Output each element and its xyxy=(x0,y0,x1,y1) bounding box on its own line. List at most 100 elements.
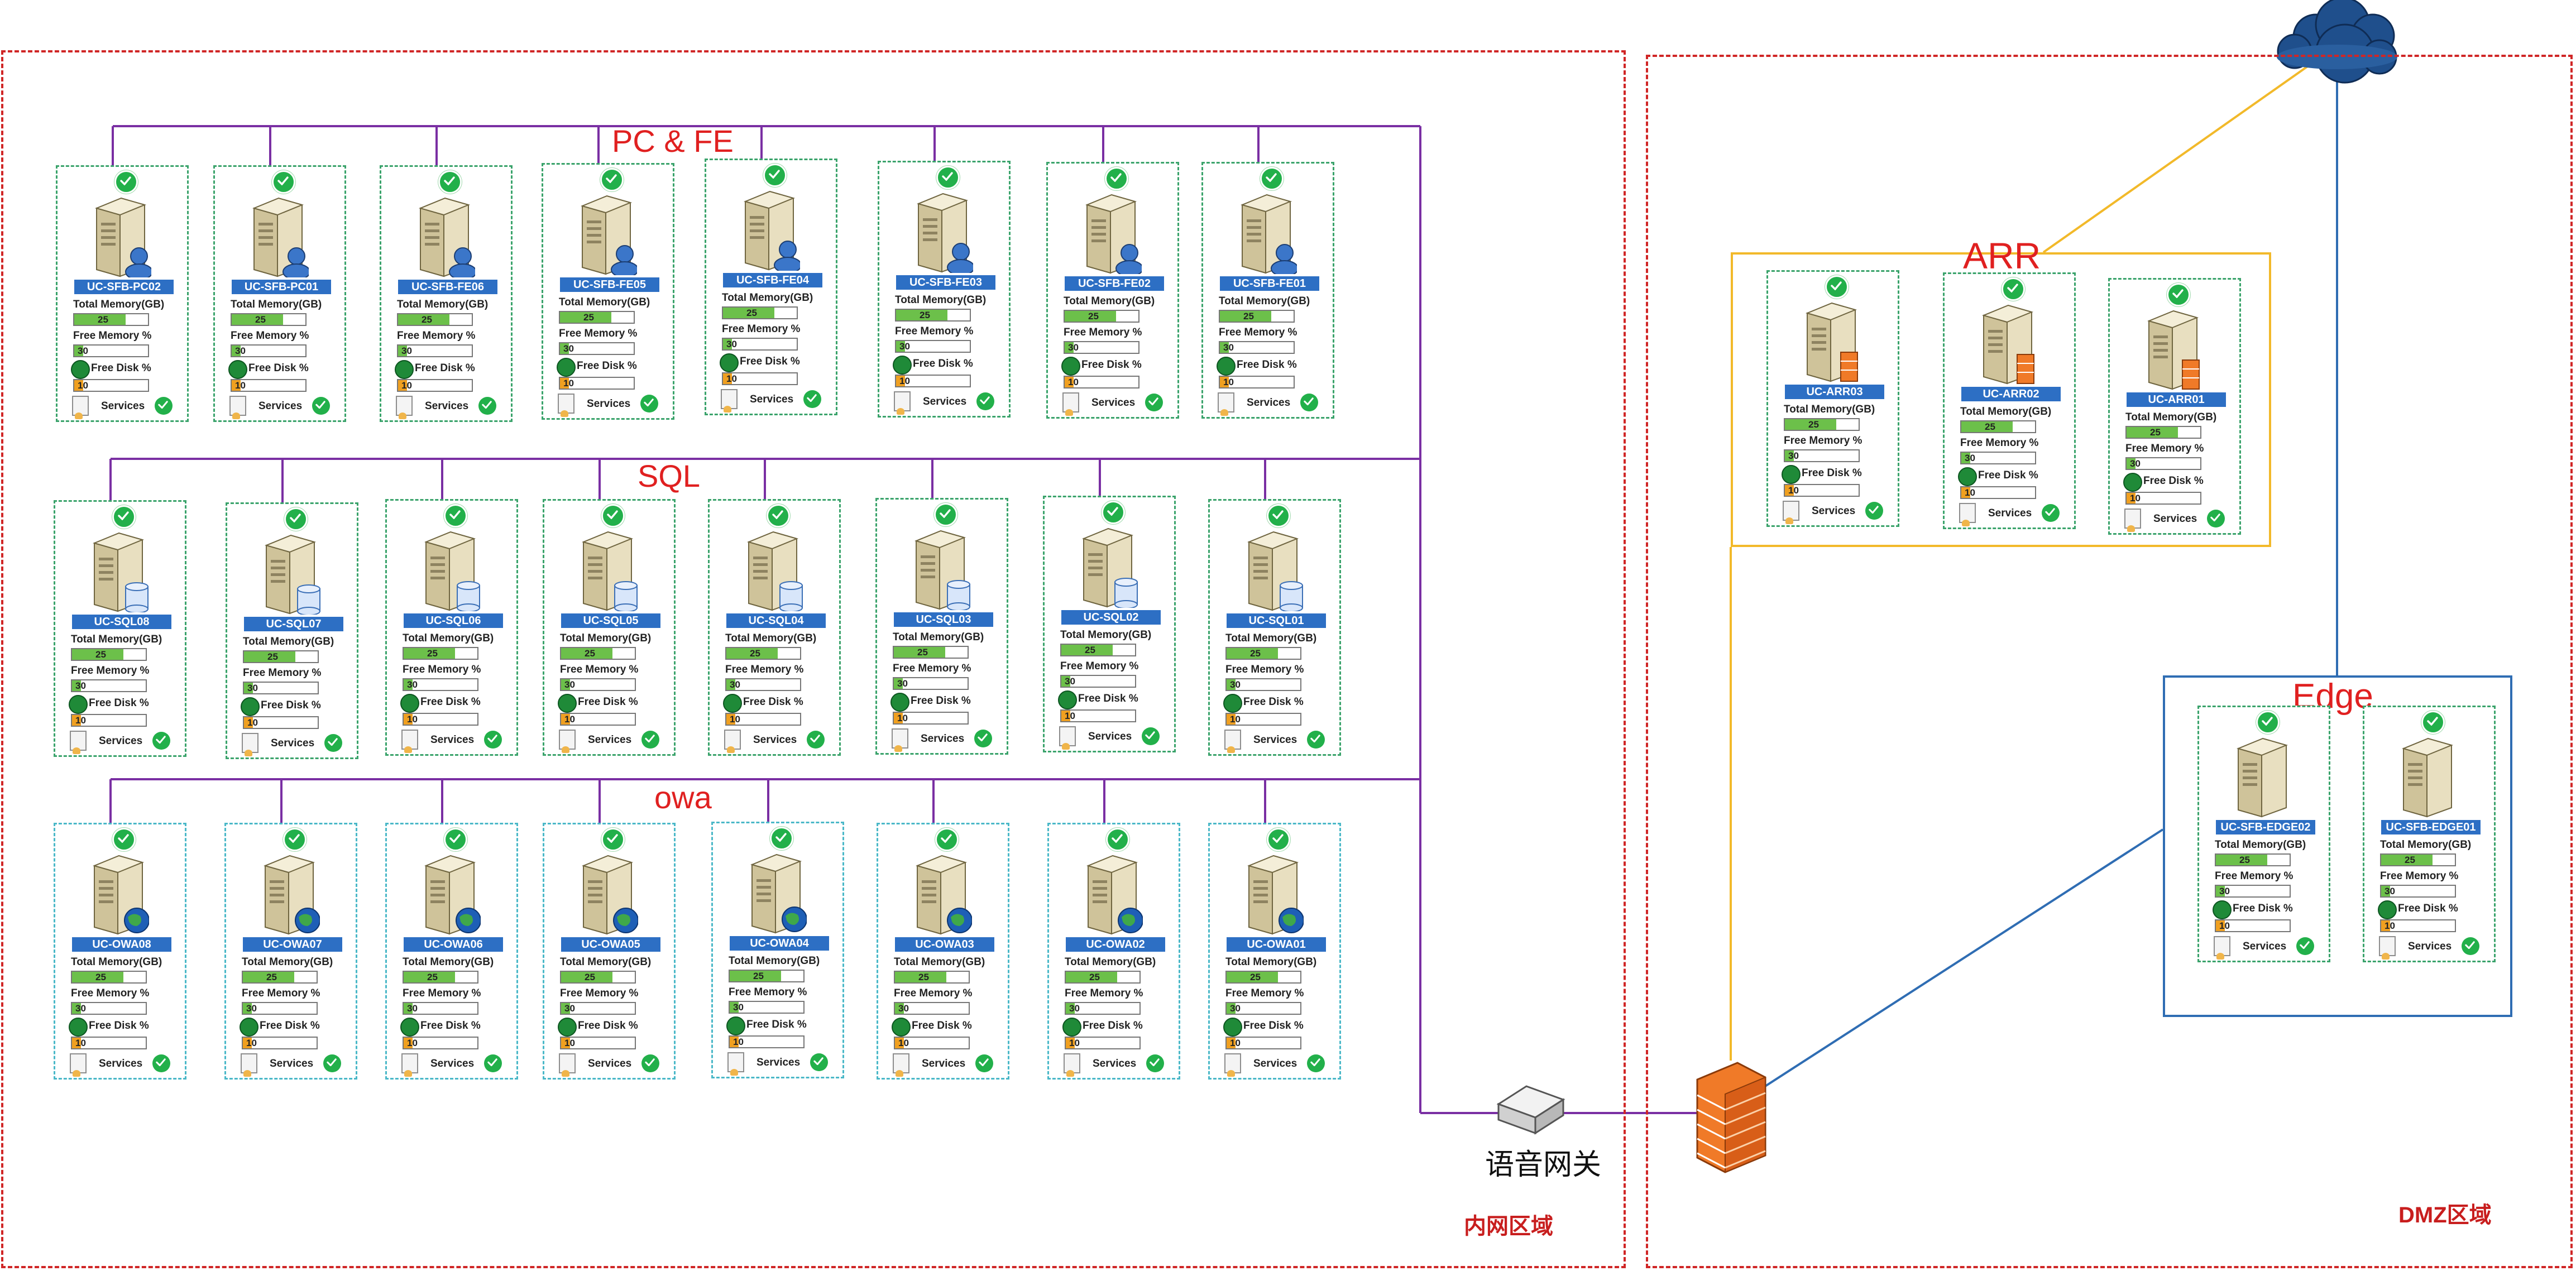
metric-value: 30 xyxy=(2219,886,2230,896)
free-memory-label: Free Memory % xyxy=(397,330,476,342)
disk-icon xyxy=(720,353,739,372)
server-icon xyxy=(912,851,973,935)
free-memory-label: Free Memory % xyxy=(242,987,320,999)
gateway-icon xyxy=(1496,1085,1565,1135)
metric-value: 30 xyxy=(564,1003,575,1014)
free-disk-label: Free Disk % xyxy=(2233,903,2293,914)
total-memory-label: Total Memory(GB) xyxy=(729,955,820,967)
status-ok-icon xyxy=(283,828,307,851)
services-label: Services xyxy=(587,398,631,410)
free-memory-label: Free Memory % xyxy=(231,330,309,342)
services-ok-icon xyxy=(1146,1054,1164,1072)
services-ok-icon xyxy=(810,1053,828,1071)
total-memory-label: Total Memory(GB) xyxy=(1064,295,1155,307)
server-name: UC-ARR01 xyxy=(2127,392,2226,407)
server-icon xyxy=(89,529,149,613)
server-icon xyxy=(743,527,803,612)
free-disk-label: Free Disk % xyxy=(911,695,971,707)
status-ok-icon xyxy=(1105,167,1128,190)
free-memory-label: Free Memory % xyxy=(560,987,639,999)
metric-value: 10 xyxy=(730,714,740,725)
services-icon xyxy=(1224,730,1241,753)
server-icon xyxy=(1083,851,1143,935)
services-ok-icon xyxy=(1142,727,1160,745)
metric-value: 25 xyxy=(2405,855,2415,865)
server-name: UC-SQL01 xyxy=(1227,613,1326,628)
metric-value: 30 xyxy=(899,341,910,352)
total-memory-label: Total Memory(GB) xyxy=(559,296,650,308)
metric-value: 30 xyxy=(563,343,574,354)
free-disk-label: Free Disk % xyxy=(89,1020,149,1032)
services-icon xyxy=(724,730,741,753)
metric-value: 30 xyxy=(1223,342,1234,353)
server-icon xyxy=(2398,734,2458,818)
metric-value: 30 xyxy=(1068,342,1079,353)
total-memory-label: Total Memory(GB) xyxy=(71,956,162,968)
metric-value: 10 xyxy=(564,714,575,725)
free-disk-label: Free Disk % xyxy=(1083,1020,1143,1032)
disk-icon xyxy=(2378,900,2397,919)
free-disk-label: Free Disk % xyxy=(743,696,803,708)
disk-icon xyxy=(228,360,247,379)
services-icon xyxy=(2379,936,2396,960)
services-ok-icon xyxy=(323,1054,341,1072)
metric-value: 10 xyxy=(898,1038,909,1048)
server-name: UC-SFB-FE01 xyxy=(1220,276,1319,291)
status-ok-icon xyxy=(767,504,790,527)
disk-icon xyxy=(1058,690,1077,709)
free-memory-label: Free Memory % xyxy=(73,330,152,342)
server-name: UC-SFB-EDGE01 xyxy=(2381,820,2481,834)
total-memory-label: Total Memory(GB) xyxy=(1060,629,1152,641)
disk-icon xyxy=(1223,1018,1242,1037)
disk-icon xyxy=(2213,900,2232,919)
metric-value: 25 xyxy=(583,312,594,323)
total-memory-label: Total Memory(GB) xyxy=(1225,632,1317,644)
metric-value: 25 xyxy=(753,971,764,981)
free-memory-label: Free Memory % xyxy=(893,663,971,674)
free-memory-label: Free Memory % xyxy=(2125,443,2204,454)
firewall-icon xyxy=(1696,1062,1766,1173)
total-memory-label: Total Memory(GB) xyxy=(1960,406,2052,418)
metric-value: 25 xyxy=(1250,972,1261,982)
total-memory-label: Total Memory(GB) xyxy=(560,956,652,968)
server-name: UC-SFB-PC02 xyxy=(74,280,174,294)
server-name: UC-SFB-FE06 xyxy=(398,280,497,294)
free-disk-label: Free Disk % xyxy=(1237,359,1297,371)
server-icon xyxy=(578,851,639,935)
server-name: UC-SFB-FE03 xyxy=(896,275,995,290)
server-icon xyxy=(260,851,320,935)
metric-value: 10 xyxy=(726,373,737,384)
status-ok-icon xyxy=(2167,283,2190,306)
free-memory-label: Free Memory % xyxy=(894,987,973,999)
